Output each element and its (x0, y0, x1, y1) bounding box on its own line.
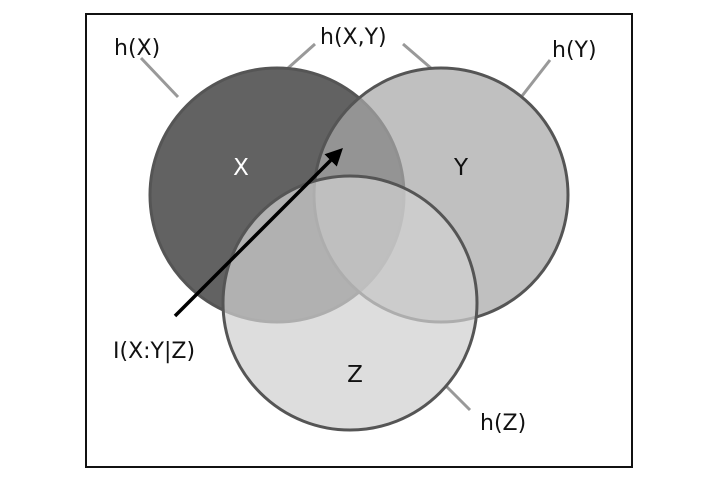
label-hz: h(Z) (480, 411, 526, 436)
label-hy: h(Y) (552, 38, 597, 63)
leader-line-hy (520, 59, 552, 97)
leader-line-hx (139, 56, 180, 99)
cmi-arrow (173, 148, 343, 318)
leader-line-hxy-right (402, 42, 433, 71)
set-z-label: Z (347, 362, 363, 388)
label-hxy: h(X,Y) (320, 25, 387, 50)
set-x-label: X (233, 155, 249, 181)
set-z-circle (221, 174, 479, 432)
leader-line-hz (443, 383, 472, 412)
leader-line-hxy-left (286, 42, 316, 71)
label-hx: h(X) (114, 36, 160, 61)
set-y-label: Y (453, 155, 469, 181)
label-cmi: I(X:Y|Z) (113, 339, 195, 364)
